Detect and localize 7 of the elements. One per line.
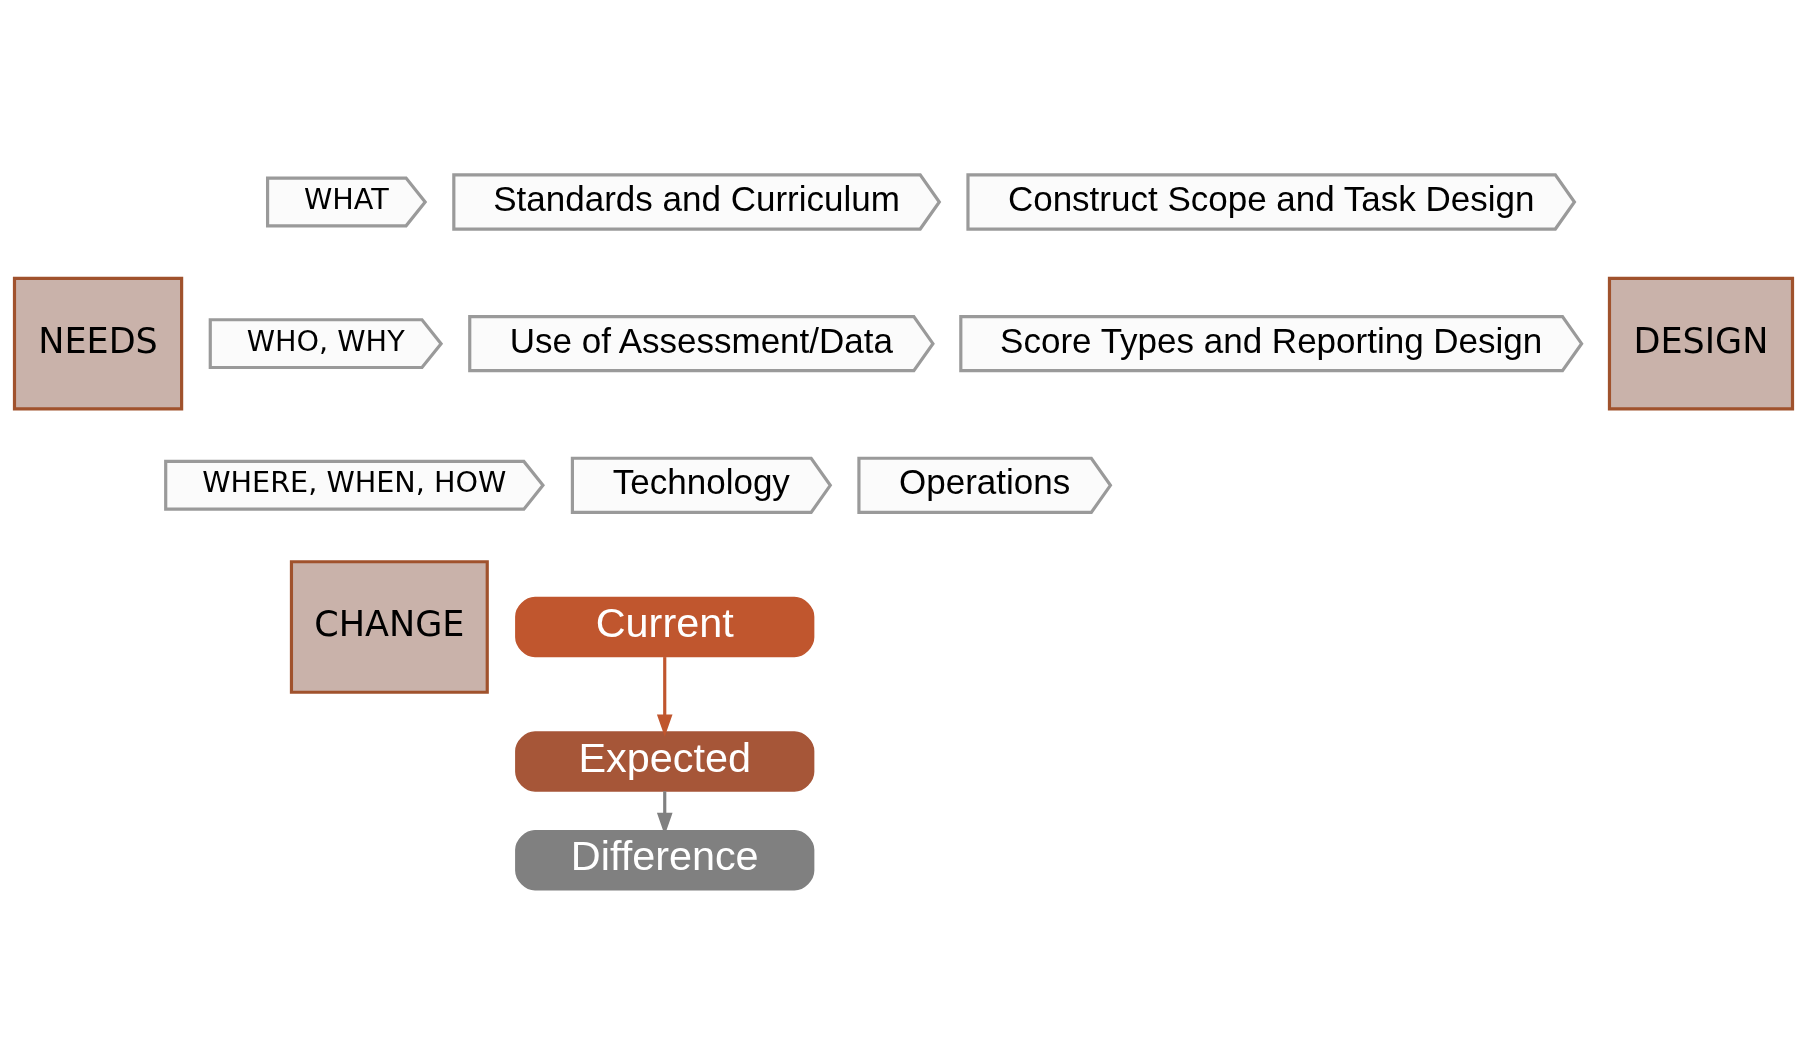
node-box: DESIGN	[1607, 276, 1795, 411]
node-box: Difference	[515, 829, 815, 891]
node-box: CHANGE	[289, 560, 489, 694]
node-box: Expected	[515, 731, 815, 792]
node-box: NEEDS	[12, 276, 184, 411]
arrow	[656, 657, 673, 737]
node-box: Current	[515, 596, 815, 658]
